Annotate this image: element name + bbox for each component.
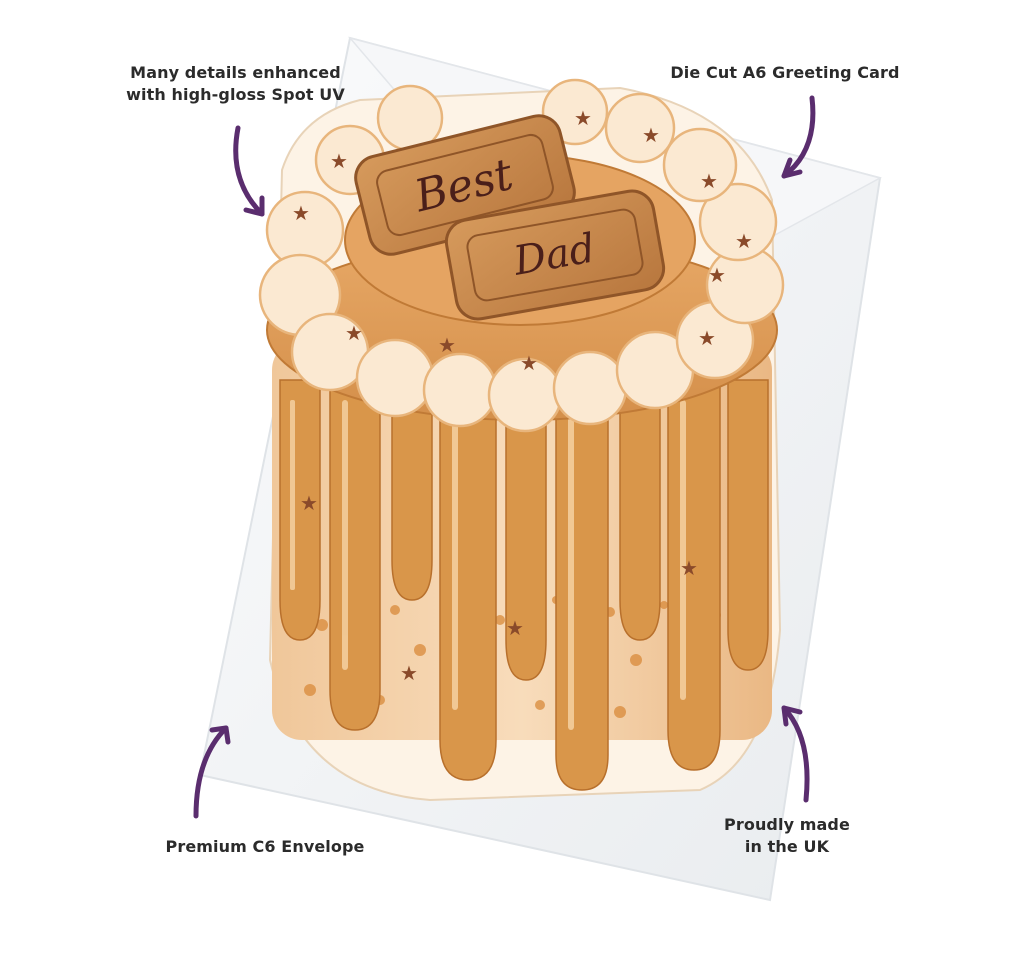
- star-icon: ★: [642, 123, 660, 147]
- star-icon: ★: [506, 616, 524, 640]
- star-icon: ★: [292, 201, 310, 225]
- callout-spot-uv-line1: Many details enhanced: [130, 63, 341, 82]
- star-icon: ★: [698, 326, 716, 350]
- star-icon: ★: [574, 106, 592, 130]
- callout-spot-uv: Many details enhanced with high-gloss Sp…: [118, 62, 353, 106]
- star-icon: ★: [520, 351, 538, 375]
- callout-arrows: [193, 95, 816, 819]
- callout-die-cut-text: Die Cut A6 Greeting Card: [670, 63, 900, 82]
- biscuit-dad: [444, 189, 666, 321]
- callout-die-cut: Die Cut A6 Greeting Card: [660, 62, 910, 84]
- star-icon: ★: [330, 149, 348, 173]
- star-icon: ★: [680, 556, 698, 580]
- star-icon: ★: [300, 491, 318, 515]
- callout-uk-line1: Proudly made: [724, 815, 850, 834]
- callout-envelope: Premium C6 Envelope: [150, 836, 380, 858]
- arrow-diecut-icon: [781, 95, 816, 179]
- callout-made-in-uk: Proudly made in the UK: [712, 814, 862, 858]
- star-icon: ★: [735, 229, 753, 253]
- callout-uk-line2: in the UK: [744, 837, 830, 856]
- die-cut-cake-card: Best Dad ★ ★ ★ ★ ★ ★ ★ ★ ★ ★ ★ ★ ★ ★ ★: [258, 78, 785, 802]
- arrow-details-icon: [233, 125, 265, 217]
- callout-envelope-text: Premium C6 Envelope: [165, 837, 365, 856]
- star-icon: ★: [700, 169, 718, 193]
- star-icon: ★: [438, 333, 456, 357]
- callout-spot-uv-line2: with high-gloss Spot UV: [126, 85, 345, 104]
- star-icon: ★: [345, 321, 363, 345]
- arrow-uk-icon: [781, 705, 810, 803]
- chocolate-stars: ★ ★ ★ ★ ★ ★ ★ ★ ★ ★ ★ ★ ★ ★ ★: [292, 106, 753, 685]
- star-icon: ★: [400, 661, 418, 685]
- arrow-envelope-icon: [193, 725, 231, 819]
- star-icon: ★: [708, 263, 726, 287]
